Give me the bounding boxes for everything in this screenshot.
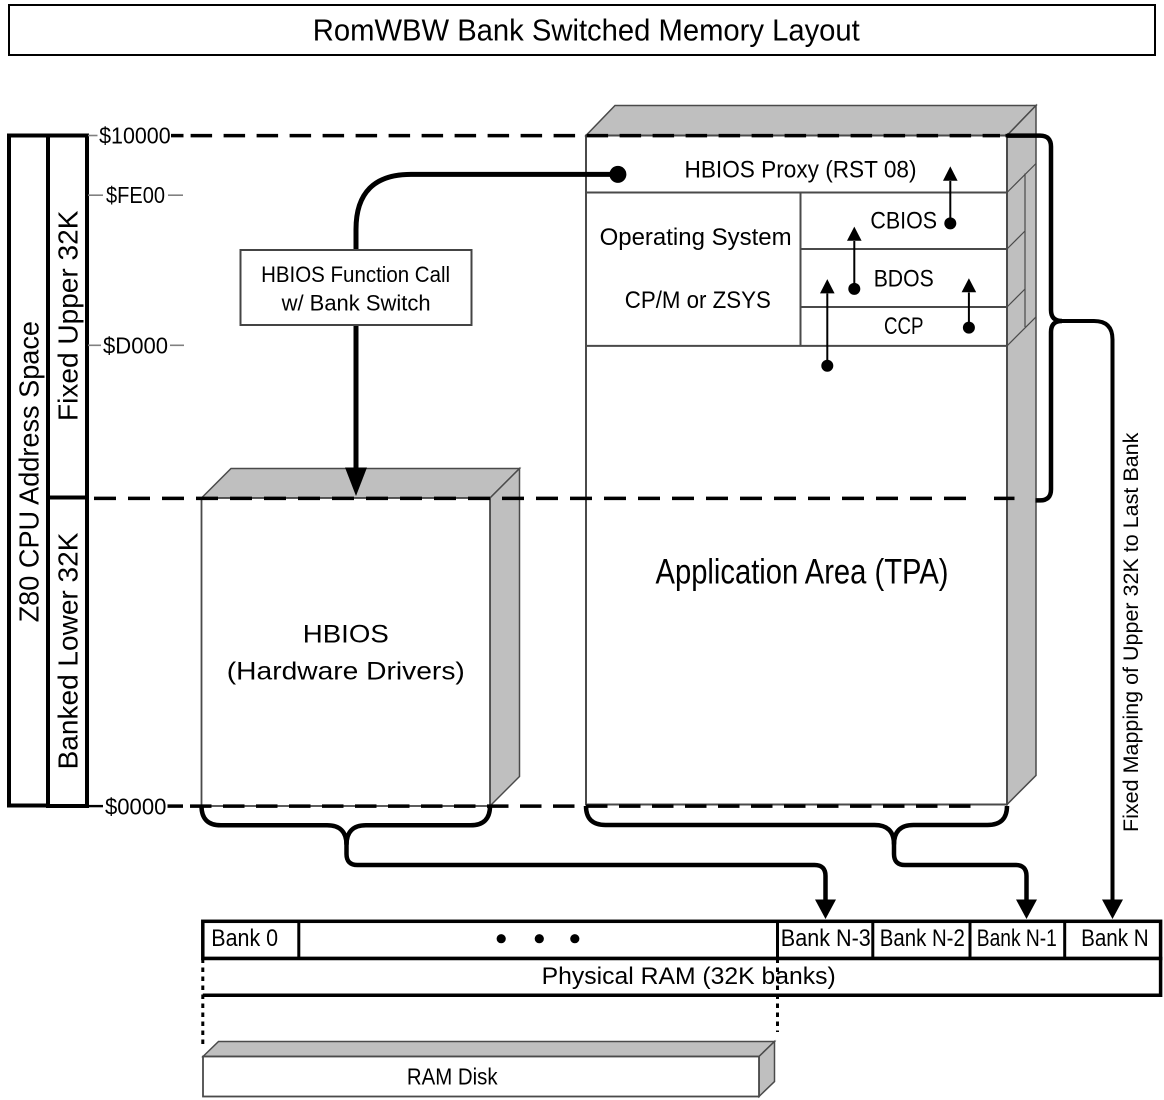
svg-text:CBIOS: CBIOS <box>870 208 937 235</box>
svg-text:RomWBW Bank Switched Memory La: RomWBW Bank Switched Memory Layout <box>313 13 860 48</box>
svg-text:$0000: $0000 <box>105 794 166 820</box>
svg-text:$FE00: $FE00 <box>106 182 165 208</box>
svg-text:Bank N-1: Bank N-1 <box>977 925 1057 952</box>
svg-text:Z80 CPU Address Space: Z80 CPU Address Space <box>14 321 45 622</box>
svg-text:(Hardware Drivers): (Hardware Drivers) <box>227 658 465 686</box>
svg-text:HBIOS Function Call: HBIOS Function Call <box>261 262 450 287</box>
svg-text:Bank N-2: Bank N-2 <box>880 925 965 952</box>
svg-text:HBIOS: HBIOS <box>303 621 389 649</box>
svg-text:Operating System: Operating System <box>600 224 792 251</box>
svg-text:$D000: $D000 <box>103 332 168 358</box>
svg-text:HBIOS Proxy (RST 08): HBIOS Proxy (RST 08) <box>685 157 917 184</box>
svg-text:Application Area (TPA): Application Area (TPA) <box>656 553 949 592</box>
svg-text:Fixed Upper 32K: Fixed Upper 32K <box>53 210 84 421</box>
svg-text:BDOS: BDOS <box>874 266 934 293</box>
svg-text:CCP: CCP <box>884 313 924 340</box>
svg-text:w/ Bank Switch: w/ Bank Switch <box>281 290 431 315</box>
svg-text:Bank 0: Bank 0 <box>211 925 278 952</box>
svg-text:Banked Lower 32K: Banked Lower 32K <box>53 532 84 769</box>
svg-text:CP/M or ZSYS: CP/M or ZSYS <box>625 287 771 314</box>
svg-text:Bank N: Bank N <box>1081 925 1149 952</box>
svg-text:$10000: $10000 <box>99 122 171 148</box>
svg-text:Bank N-3: Bank N-3 <box>781 925 871 952</box>
svg-text:Physical RAM (32K banks): Physical RAM (32K banks) <box>542 963 836 990</box>
svg-text:Fixed Mapping of Upper 32K to: Fixed Mapping of Upper 32K to Last Bank <box>1120 432 1143 832</box>
svg-text:RAM Disk: RAM Disk <box>407 1064 498 1090</box>
